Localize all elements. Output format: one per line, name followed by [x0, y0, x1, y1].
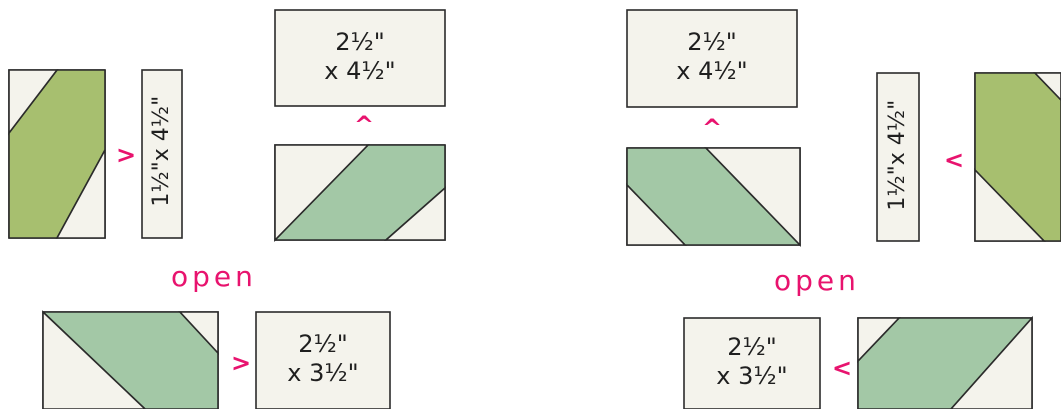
right-top-rectangle-label: 2½" x 4½"	[676, 28, 748, 85]
left-top-rectangle	[274, 9, 446, 107]
left-bottom-arrow: >	[231, 349, 252, 377]
left-middle-block	[274, 144, 446, 242]
left-bottom-top-triangle	[178, 311, 219, 356]
left-open-label: open	[171, 260, 257, 293]
left-tall-bottom-triangle	[55, 149, 106, 239]
left-bottom-block	[42, 310, 219, 410]
right-open-label: open	[774, 264, 860, 297]
left-top-arrow: >	[116, 141, 137, 169]
left-bottom-rectangle-label: 2½" x 3½"	[287, 330, 359, 387]
right-middle-bottom-triangle	[626, 183, 687, 246]
right-tall-top-triangle	[1033, 72, 1061, 102]
right-bottom-block	[857, 315, 1033, 410]
right-middle-block	[626, 147, 801, 247]
right-bottom-rectangle-label: 2½" x 3½"	[716, 333, 788, 390]
left-strip-label: 1½"x 4½"	[148, 95, 174, 207]
right-tall-bottom-triangle	[974, 168, 1046, 242]
left-tall-block	[8, 69, 106, 239]
right-side-arrow: <	[944, 146, 965, 174]
right-bottom-arrow: <	[832, 354, 853, 382]
right-bottom-rectangle	[683, 317, 821, 410]
left-top-rectangle-label: 2½" x 4½"	[324, 28, 396, 85]
right-top-rectangle	[626, 9, 798, 108]
left-up-arrow: ^	[354, 111, 375, 139]
right-middle-green-piece	[626, 147, 801, 246]
right-bottom-top-triangle	[857, 317, 901, 363]
right-up-arrow: ^	[702, 114, 723, 142]
right-strip	[876, 72, 920, 242]
left-tall-top-triangle	[8, 69, 59, 136]
right-tall-block	[974, 72, 1061, 242]
right-strip-label: 1½"x 4½"	[884, 99, 910, 211]
left-middle-bottom-triangle	[383, 186, 446, 241]
left-strip	[141, 69, 183, 239]
left-middle-top-triangle	[274, 144, 370, 242]
right-middle-top-triangle	[704, 147, 801, 247]
